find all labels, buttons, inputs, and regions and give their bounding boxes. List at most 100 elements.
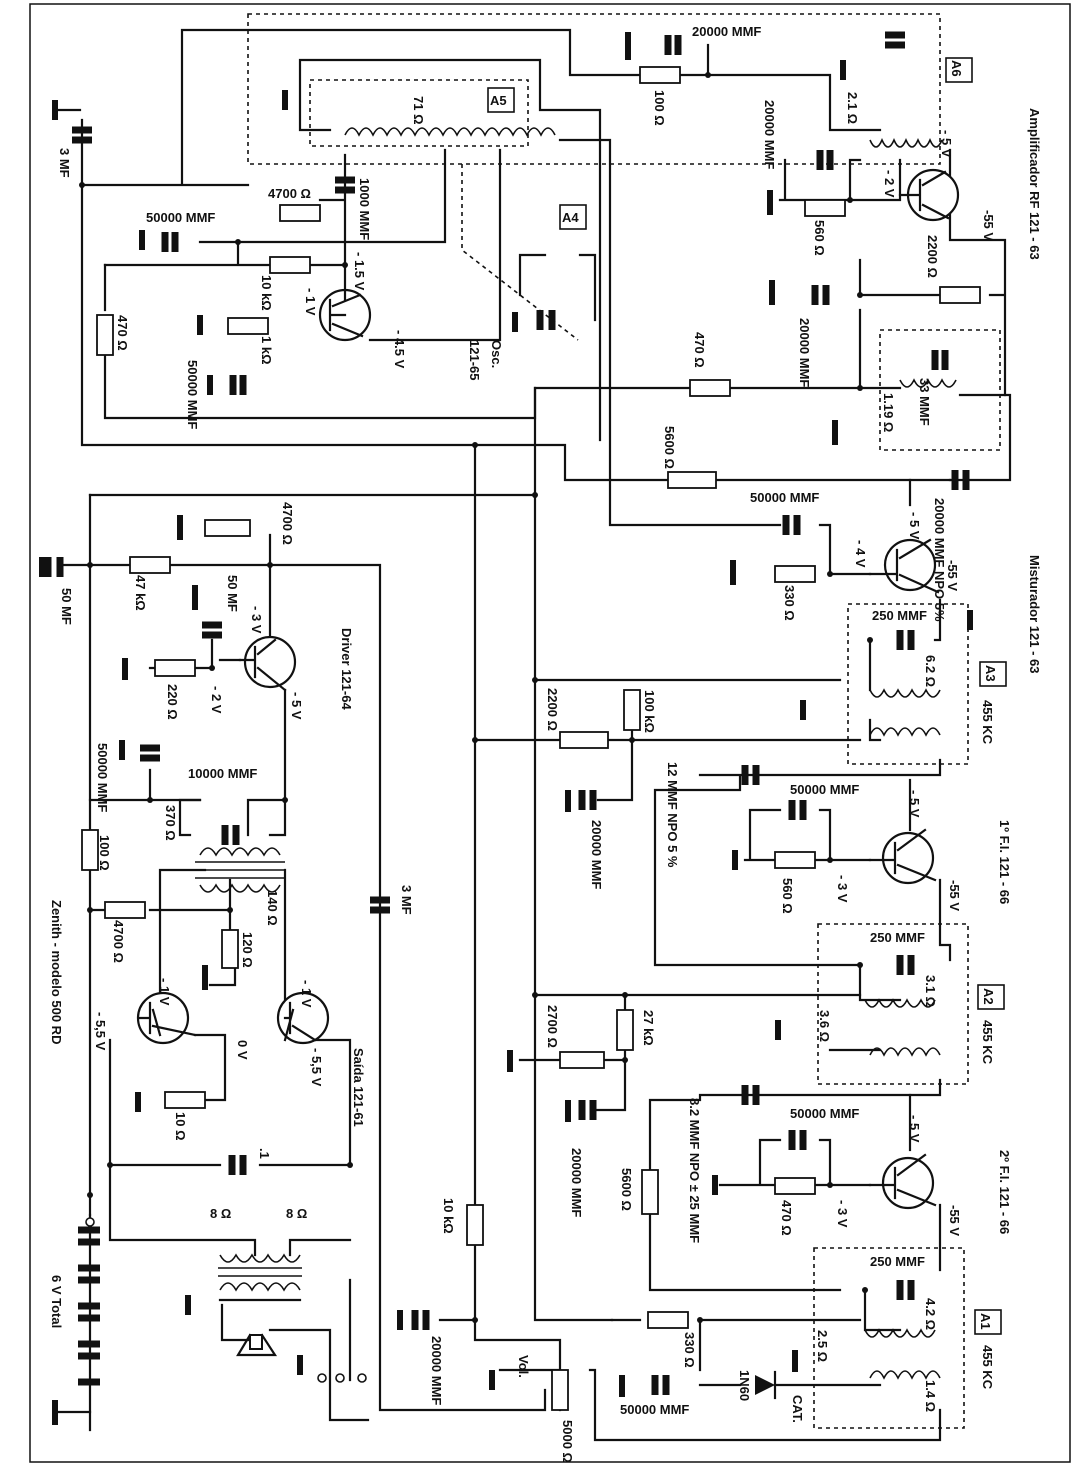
label-c-20000-rf2: 20000 MMF <box>797 318 812 387</box>
label-vol: Vol. <box>516 1355 531 1378</box>
label-coil-42: 4.2 Ω <box>923 1298 938 1330</box>
label-r-470-if2: 470 Ω <box>779 1200 794 1236</box>
transistor-rf <box>898 168 960 222</box>
label-r-560-if1: 560 Ω <box>780 878 795 914</box>
resistor-560-rf <box>804 199 846 217</box>
label-c-1000: 1000 MMF <box>357 178 372 240</box>
label-v-mix-e: - 4 V <box>853 540 868 568</box>
svg-text:A4: A4 <box>562 210 579 225</box>
resistor-4700-osc <box>279 204 321 222</box>
label-c-50000-mix: 50000 MMF <box>750 490 819 505</box>
label-r-47k: 47 kΩ <box>133 575 148 611</box>
label-coil-62: 6.2 Ω <box>923 655 938 687</box>
module-a5: A5 <box>487 87 515 113</box>
label-r-330-mix: 330 Ω <box>782 585 797 621</box>
label-pot-4700: 4700 Ω <box>280 502 295 545</box>
svg-text:A3: A3 <box>983 665 998 682</box>
resistor-10k-osc <box>269 256 311 274</box>
label-v-drv-e: - 2 V <box>209 686 224 714</box>
label-r-4700-osc: 4700 Ω <box>268 186 311 201</box>
label-c-01: .1 <box>257 1148 272 1159</box>
label-r-2700: 2700 Ω <box>545 1005 560 1048</box>
module-a2: A2 <box>977 984 1005 1010</box>
label-r-120: 120 Ω <box>240 932 255 968</box>
svg-text:A1: A1 <box>978 1313 993 1330</box>
label-c-20000-rf-mmf: 20000 MMF <box>762 100 777 169</box>
label-coil-31: 3.1 Ω <box>923 975 938 1007</box>
transistor-output-2 <box>276 991 330 1045</box>
resistor-1k-osc <box>227 317 269 335</box>
resistor-10k-vol <box>466 1204 484 1246</box>
resistor-4700-out <box>104 901 146 919</box>
label-coil-25: 2.5 Ω <box>815 1330 830 1362</box>
label-output: Saída 121-61 <box>351 1048 366 1127</box>
label-r-560-rf: 560 Ω <box>812 220 827 256</box>
resistor-470-osc <box>96 314 114 356</box>
module-a6: A6 <box>945 57 973 83</box>
label-c-82: 8.2 MMF NPO ± 25 MMF <box>687 1098 702 1243</box>
label-v-osc-c: - 4.5 V <box>392 330 407 369</box>
label-c-3mf-drv: 3 MF <box>399 885 414 915</box>
label-v-drv-b: - 3 V <box>249 606 264 634</box>
label-c-50000-drv: 50000 MMF <box>95 743 110 812</box>
label-r-27k: 27 kΩ <box>641 1010 656 1046</box>
label-v-out-b1: - 1 V <box>157 978 172 1006</box>
transistor-driver <box>238 635 297 692</box>
resistor-120 <box>221 929 239 969</box>
svg-text:A6: A6 <box>949 60 964 77</box>
label-c-250-a1: 250 MMF <box>870 1254 925 1269</box>
resistor-5600-if2 <box>641 1169 659 1215</box>
label-coil-36: 3.6 Ω <box>817 1010 832 1042</box>
transistor-mixer <box>868 538 940 594</box>
label-c-50000-osc1: 50000 MMF <box>146 210 215 225</box>
label-c-20000-a2: 20000 MMF <box>569 1148 584 1217</box>
resistor-330-det <box>647 1311 689 1329</box>
label-c-20000-a3: 20000 MMF <box>589 820 604 889</box>
label-c-12: 12 MMF NPO 5 % <box>665 762 680 868</box>
label-c-250-a2: 250 MMF <box>870 930 925 945</box>
label-v-out-e: 0 V <box>235 1040 250 1060</box>
label-cat: CAT. <box>790 1395 805 1423</box>
label-coil-8b: 8 Ω <box>286 1206 307 1221</box>
label-r-100-drv: 100 Ω <box>97 835 112 871</box>
label-osc-code: 121-65 <box>467 340 482 380</box>
label-v-out-c: - 5,5 V <box>93 1012 108 1051</box>
label-v-rf-c: -55 V <box>981 210 996 241</box>
resistor-330-mix <box>774 565 816 583</box>
label-c-50000-osc2: 50000 MMF <box>185 360 200 429</box>
resistor-100-drv <box>81 829 99 871</box>
speaker <box>236 1333 278 1357</box>
label-a3: 455 KC <box>980 700 995 745</box>
resistor-27k <box>616 1009 634 1051</box>
label-v-out-c2: - 5,5 V <box>309 1048 324 1087</box>
label-pot-5000: 5000 Ω <box>560 1420 575 1463</box>
label-r-220: 220 Ω <box>165 684 180 720</box>
label-v-mix-c: -55 V <box>945 560 960 591</box>
potentiometer-4700 <box>204 519 251 537</box>
label-c-20000-top: 20000 MMF <box>692 24 761 39</box>
label-v-out-b2: - 1 V <box>299 980 314 1008</box>
label-c-250-a3: 250 MMF <box>872 608 927 623</box>
label-v-if2-b: - 5 V <box>907 1115 922 1143</box>
resistor-10 <box>164 1091 206 1109</box>
label-v-if2-c: -55 V <box>947 1205 962 1236</box>
label-c-50mf-drv: 50 MF <box>225 575 240 612</box>
label-r-470-mid: 470 Ω <box>692 332 707 368</box>
label-r-10k-osc: 10 kΩ <box>259 275 274 311</box>
transistor-if2 <box>868 1153 937 1210</box>
label-rf: Amplificador RF 121 - 63 <box>1027 108 1042 260</box>
label-v-if1-e: - 3 V <box>835 875 850 903</box>
label-coil-21: 2.1 Ω <box>845 92 860 124</box>
resistor-100k <box>623 689 641 731</box>
label-r-5600-mid: 5600 Ω <box>662 426 677 469</box>
label-c-20000-vol: 20000 MMF <box>429 1336 444 1405</box>
module-a1: A1 <box>974 1309 1002 1335</box>
label-r-4700-out: 4700 Ω <box>111 920 126 963</box>
resistor-470-mid <box>689 379 731 397</box>
label-driver: Driver 121-64 <box>339 628 354 710</box>
label-coil-140: 140 Ω <box>265 890 280 926</box>
label-v-rf-e: - 2 V <box>882 170 897 198</box>
label-c-33: 33 MMF <box>917 378 932 426</box>
